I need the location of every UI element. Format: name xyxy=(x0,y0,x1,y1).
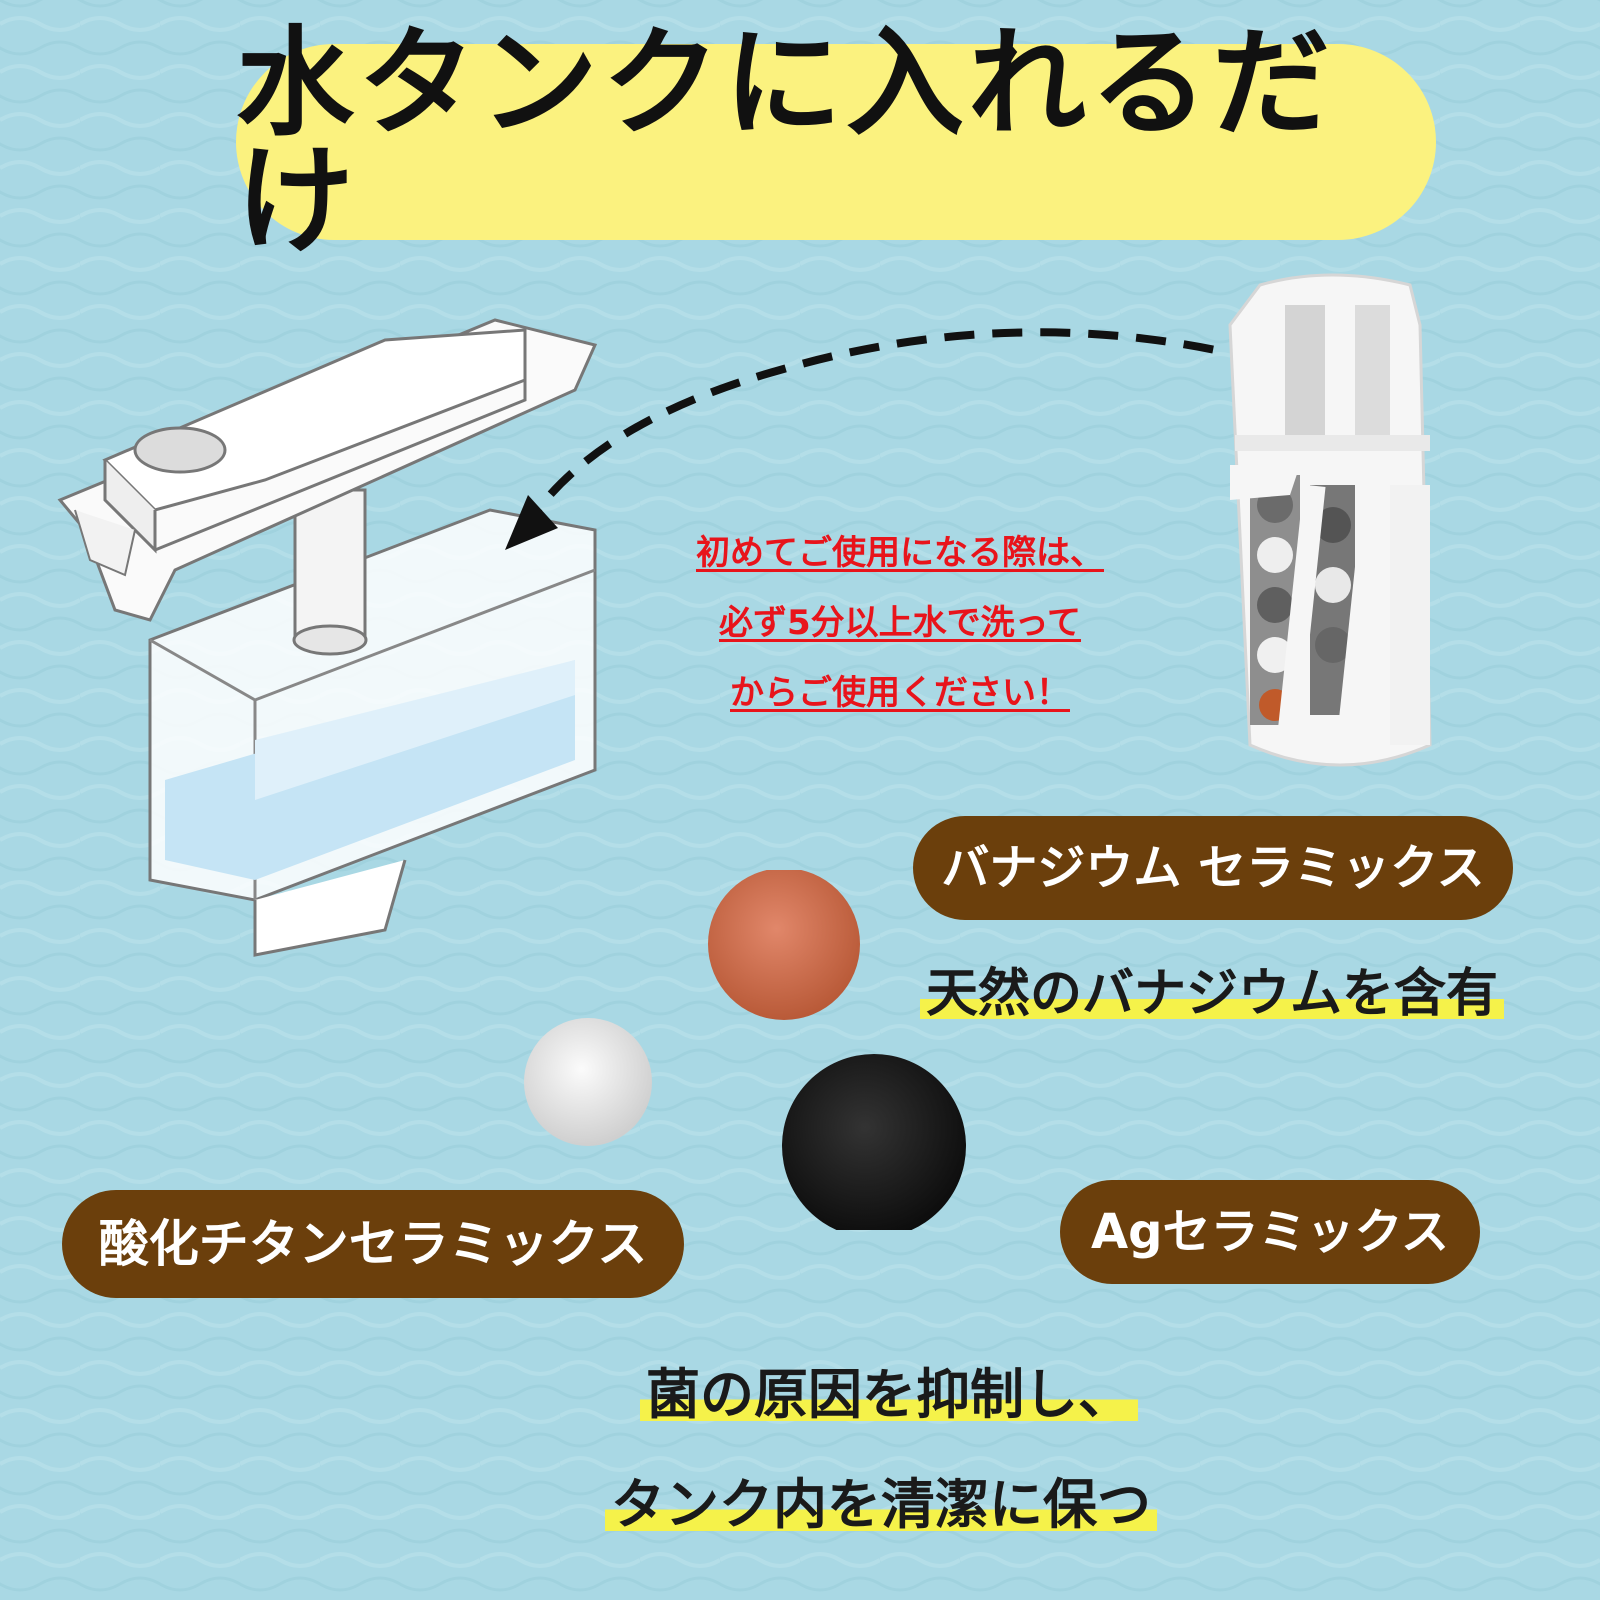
titanium-ceramics-text: 酸化チタンセラミックス xyxy=(98,1215,648,1273)
vanadium-ceramics-text: バナジウム セラミックス xyxy=(941,840,1485,896)
page-title: 水タンクに入れるだけ xyxy=(236,14,1335,270)
silver-ceramics-text: Agセラミックス xyxy=(1090,1204,1450,1260)
title-banner: 水タンクに入れるだけ xyxy=(236,24,1436,260)
vanadium-ceramics-label: バナジウム セラミックス xyxy=(913,816,1513,920)
vanadium-description-text: 天然のバナジウムを含有 xyxy=(920,964,1505,1024)
notice-line-3: からご使用ください！ xyxy=(730,673,1070,713)
benefit-line-1-text: 菌の原因を抑制し、 xyxy=(640,1363,1138,1426)
usage-notice: 初めてご使用になる際は、 必ず5分以上水で洗って からご使用ください！ xyxy=(620,518,1180,728)
benefit-line-2-text: タンク内を清潔に保つ xyxy=(605,1473,1157,1536)
vanadium-description: 天然のバナジウムを含有 xyxy=(920,964,1505,1024)
titanium-ceramics-label: 酸化チタンセラミックス xyxy=(62,1190,684,1298)
benefit-line-1: 菌の原因を抑制し、 xyxy=(640,1363,1138,1426)
dashed-arrow xyxy=(505,328,1261,550)
notice-line-1: 初めてご使用になる際は、 xyxy=(696,533,1104,573)
orange-ceramic-ball xyxy=(708,870,860,1020)
white-ceramic-ball xyxy=(524,1018,652,1146)
silver-ceramics-label: Agセラミックス xyxy=(1060,1180,1480,1284)
benefit-line-2: タンク内を清潔に保つ xyxy=(605,1473,1157,1536)
notice-line-2: 必ず5分以上水で洗って xyxy=(719,603,1081,643)
ceramic-balls xyxy=(524,870,966,1230)
filter-cartridge xyxy=(1228,273,1432,767)
water-tank-illustration xyxy=(57,318,598,957)
black-ceramic-ball xyxy=(782,1054,966,1230)
